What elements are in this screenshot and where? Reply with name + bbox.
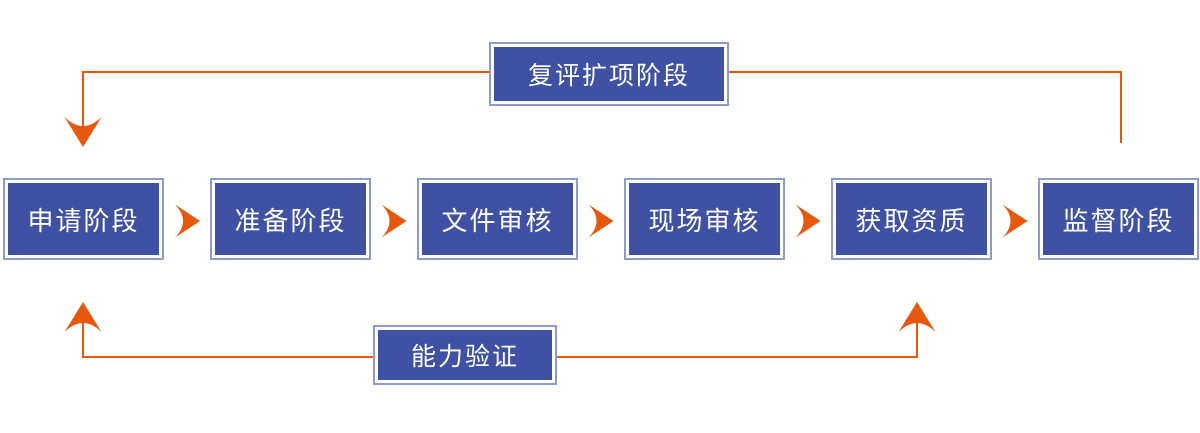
loop-label-proficiency-testing: 能力验证 [373,325,557,385]
step-application-phase: 申请阶段 [3,178,164,260]
step-supervision-phase: 监督阶段 [1038,178,1199,260]
arrow-right-icon [1002,204,1028,238]
bottom-loop-line-right [555,320,918,358]
step-preparation-phase: 准备阶段 [210,178,371,260]
step-document-review: 文件审核 [417,178,578,260]
step-onsite-review: 现场审核 [624,178,785,260]
arrow-down-icon [64,117,102,147]
arrow-up-icon [898,302,936,332]
arrow-right-icon [588,204,614,238]
loop-label-reassessment-expansion: 复评扩项阶段 [489,42,729,106]
loop-label: 能力验证 [410,343,519,371]
step-label: 文件审核 [441,205,554,236]
loop-label: 复评扩项阶段 [527,62,690,90]
step-label: 获取资质 [855,205,968,236]
top-loop-line-left [82,71,491,127]
step-label: 现场审核 [648,205,761,236]
step-label: 监督阶段 [1062,205,1175,236]
step-label: 申请阶段 [27,205,140,236]
arrow-right-icon [381,204,407,238]
step-label: 准备阶段 [234,205,347,236]
arrow-up-icon [64,302,102,332]
bottom-loop-line-left [82,320,375,358]
arrow-right-icon [795,204,821,238]
step-obtain-qualification: 获取资质 [831,178,992,260]
top-loop-line-right [727,71,1122,143]
arrow-right-icon [175,204,200,238]
